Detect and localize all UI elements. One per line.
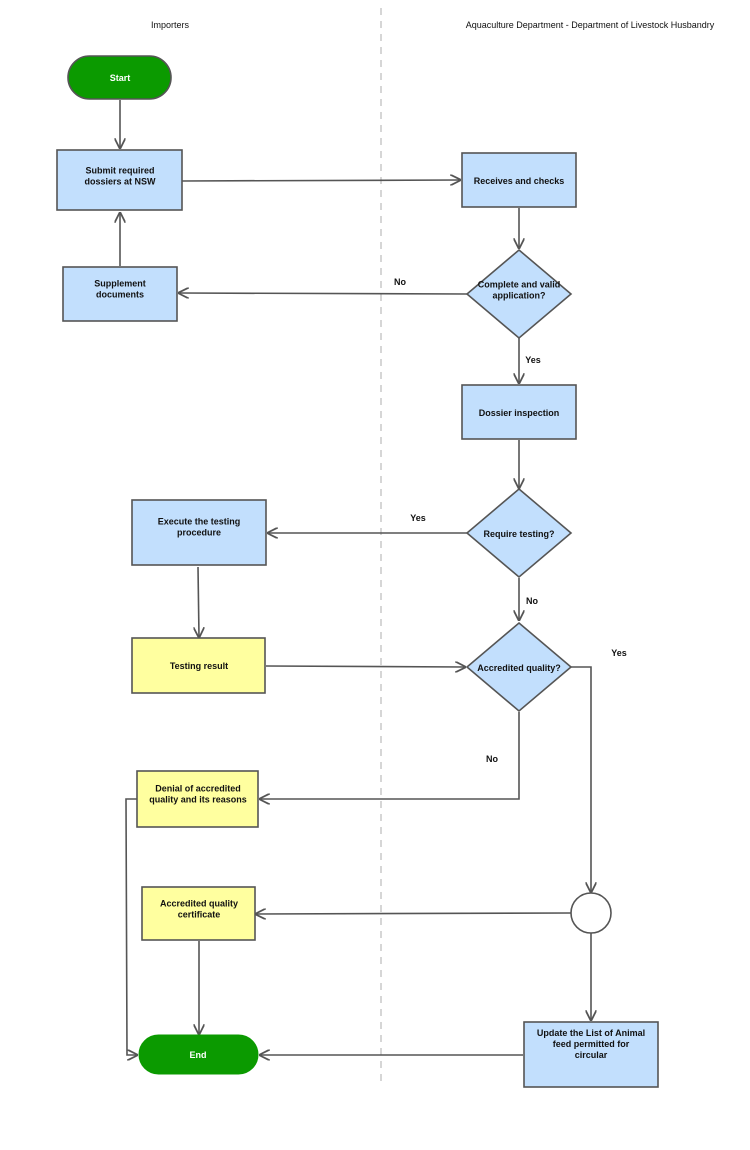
- label-line: Supplement: [94, 279, 146, 289]
- edge-accredited-merge: [571, 666, 591, 892]
- edge-testing-result-accredited: [265, 666, 465, 667]
- receives-checks-label: Receives and checks: [474, 176, 565, 186]
- require-testing-diamond: [465, 487, 573, 579]
- edge-submit-receives: [181, 180, 460, 181]
- execute-testing-box: [131, 499, 267, 566]
- edge-accredited-denial: [260, 712, 520, 799]
- submit-dossiers-box: [56, 149, 183, 211]
- end-label: End: [190, 1050, 207, 1060]
- label-line: certificate: [178, 910, 221, 920]
- label-line: circular: [575, 1050, 608, 1060]
- edge-label-yes-accredited: Yes: [611, 648, 627, 658]
- edge-label-yes-require: Yes: [410, 513, 426, 523]
- label-line: Submit required: [85, 166, 154, 176]
- edge-execute-testing-result: [198, 566, 199, 637]
- start-terminal: [67, 55, 172, 100]
- edge-label-no-require: No: [526, 596, 538, 606]
- start-label: Start: [110, 73, 131, 83]
- label-line: Execute the testing: [158, 517, 241, 527]
- label-line: Update the List of Animal: [537, 1028, 645, 1038]
- edge-complete-supplement: [179, 293, 468, 294]
- label-line: feed permitted for: [553, 1039, 630, 1049]
- edge-denial-end: [125, 798, 138, 1055]
- receives-checks-box: [461, 152, 577, 208]
- testing-result-box: [131, 637, 266, 694]
- complete-valid-diamond: [465, 248, 573, 340]
- label-line: Testing result: [170, 661, 228, 671]
- dossier-inspection-label: Dossier inspection: [479, 408, 560, 418]
- edge-merge-certificate: [256, 913, 572, 914]
- label-line: Dossier inspection: [479, 408, 560, 418]
- label-line: Accredited quality: [160, 899, 238, 909]
- accredited-quality-label: Accredited quality?: [477, 663, 561, 673]
- label-line: Start: [110, 73, 131, 83]
- edge-label-yes-complete: Yes: [525, 355, 541, 365]
- edge-label-no-complete: No: [394, 277, 406, 287]
- label-line: documents: [96, 290, 144, 300]
- label-line: Require testing?: [483, 529, 554, 539]
- edge-label-no-accredited: No: [486, 754, 498, 764]
- testing-result-label: Testing result: [170, 661, 228, 671]
- accredited-quality-diamond: [465, 621, 573, 713]
- label-line: Accredited quality?: [477, 663, 561, 673]
- denial-box: [136, 770, 259, 828]
- require-testing-label: Require testing?: [483, 529, 554, 539]
- dossier-inspection-box: [461, 384, 577, 440]
- label-line: procedure: [177, 528, 221, 538]
- lane-title-aquaculture: Aquaculture Department - Department of L…: [466, 20, 715, 30]
- label-line: Denial of accredited: [155, 784, 241, 794]
- update-list-box: [523, 1021, 659, 1088]
- label-line: Receives and checks: [474, 176, 565, 186]
- certificate-box: [141, 886, 256, 941]
- lane-title-importers: Importers: [151, 20, 190, 30]
- end-terminal: [138, 1034, 259, 1075]
- supplement-documents-box: [62, 266, 178, 322]
- merge-connector: [570, 892, 612, 934]
- label-line: End: [190, 1050, 207, 1060]
- label-line: Complete and valid: [478, 280, 561, 290]
- label-line: quality and its reasons: [149, 795, 247, 805]
- label-line: application?: [492, 291, 545, 301]
- label-line: dossiers at NSW: [84, 177, 156, 187]
